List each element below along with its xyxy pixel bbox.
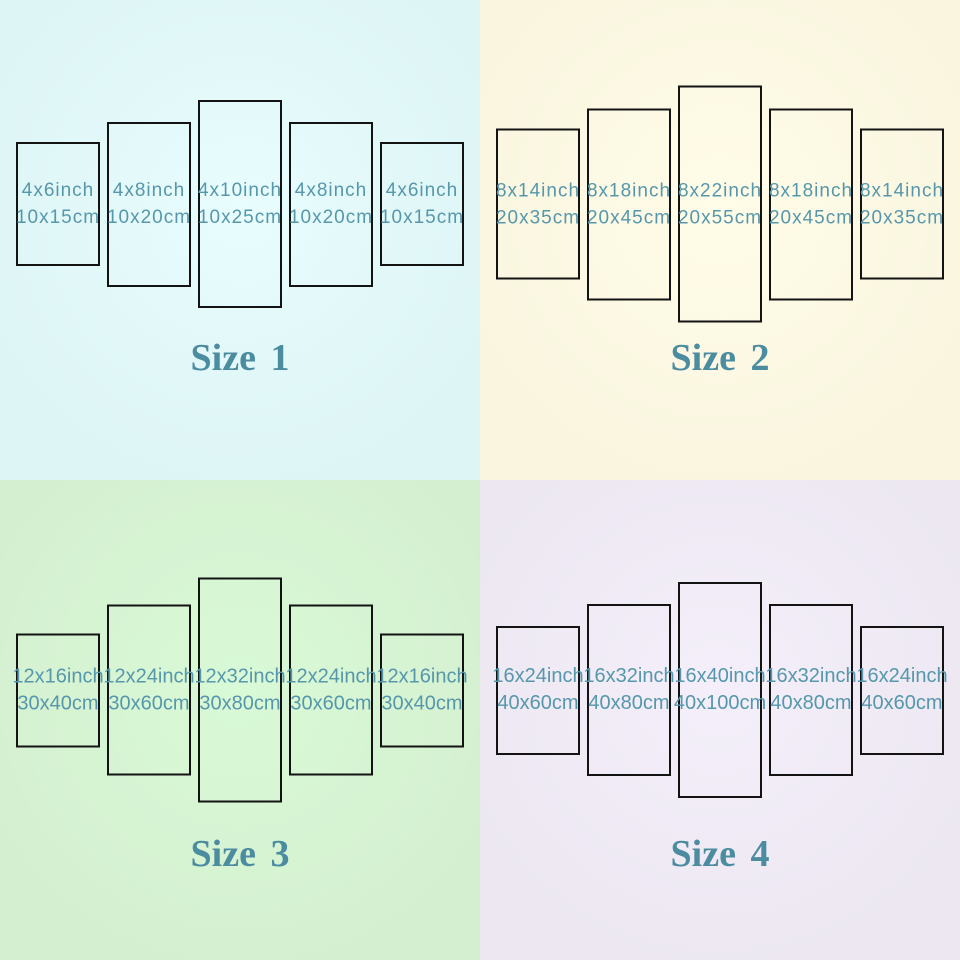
panel-size-cm: 20x55cm <box>677 207 763 228</box>
panel-rect: 16x24inch 40x60cm <box>856 625 948 755</box>
panel-size-inch: 16x32inch <box>583 665 675 687</box>
panel-size-inch: 16x32inch <box>765 665 857 687</box>
panel-size-cm: 10x25cm <box>197 207 283 228</box>
panel-size-inch: 8x14inch <box>859 180 945 201</box>
panel-size-cm: 30x80cm <box>199 692 281 714</box>
panel-rect: 8x18inch 20x45cm <box>769 108 853 300</box>
panel-rect: 12x16inch 30x40cm <box>12 633 104 747</box>
panel-rect: 16x24inch 40x60cm <box>492 625 584 755</box>
quadrant-size-3: 12x16inch 30x40cm 12x24inch 30x60cm 12x3… <box>0 480 480 960</box>
panel-rect: 4x8inch 10x20cm <box>106 121 192 287</box>
panel-size-cm: 10x15cm <box>15 207 101 228</box>
panel-rect: 8x22inch 20x55cm <box>677 85 763 323</box>
panel-size-inch: 8x18inch <box>586 180 672 201</box>
panel-size-cm: 20x45cm <box>768 207 854 228</box>
panel-rect: 16x32inch 40x80cm <box>765 604 857 776</box>
panel-size-cm: 40x80cm <box>588 692 670 714</box>
panel-size-inch: 4x6inch <box>385 180 459 201</box>
panel-rect: 12x24inch 30x60cm <box>103 604 195 776</box>
panel-rect: 4x6inch 10x15cm <box>16 142 100 266</box>
panel-size-inch: 16x24inch <box>492 665 584 687</box>
panel-size-inch: 12x24inch <box>285 665 377 687</box>
quadrant-size-2: 8x14inch 20x35cm 8x18inch 20x45cm 8x22in… <box>480 0 960 480</box>
panel-row: 16x24inch 40x60cm 16x32inch 40x80cm 16x4… <box>480 582 960 798</box>
panel-size-inch: 8x22inch <box>677 180 763 201</box>
panel-size-cm: 40x60cm <box>497 692 579 714</box>
panel-size-inch: 4x10inch <box>197 180 283 201</box>
size-label: Size 2 <box>670 337 770 379</box>
panel-size-cm: 10x15cm <box>379 207 465 228</box>
panel-rect: 8x14inch 20x35cm <box>495 128 581 280</box>
panel-size-cm: 40x100cm <box>673 692 767 714</box>
panel-row: 4x6inch 10x15cm 4x8inch 10x20cm 4x10inch… <box>0 100 480 308</box>
panel-rect: 12x32inch 30x80cm <box>194 577 286 803</box>
panel-size-cm: 20x35cm <box>495 207 581 228</box>
panel-size-cm: 40x80cm <box>770 692 852 714</box>
panel-size-inch: 4x8inch <box>112 180 186 201</box>
panel-rect: 4x6inch 10x15cm <box>380 142 464 266</box>
panel-size-inch: 8x14inch <box>495 180 581 201</box>
panel-rect: 4x8inch 10x20cm <box>288 121 374 287</box>
panel-rect: 16x32inch 40x80cm <box>583 604 675 776</box>
panel-rect: 8x18inch 20x45cm <box>587 108 671 300</box>
panel-size-cm: 30x60cm <box>290 692 372 714</box>
size-label: Size 3 <box>190 833 290 875</box>
panel-size-inch: 12x16inch <box>12 665 104 687</box>
panel-size-cm: 20x35cm <box>859 207 945 228</box>
panel-rect: 16x40inch 40x100cm <box>674 582 766 798</box>
panel-size-cm: 30x40cm <box>381 692 463 714</box>
panel-size-cm: 10x20cm <box>106 207 192 228</box>
panel-size-cm: 40x60cm <box>861 692 943 714</box>
panel-size-cm: 20x45cm <box>586 207 672 228</box>
panel-row: 8x14inch 20x35cm 8x18inch 20x45cm 8x22in… <box>480 85 960 323</box>
panel-rect: 8x14inch 20x35cm <box>859 128 945 280</box>
quadrant-size-4: 16x24inch 40x60cm 16x32inch 40x80cm 16x4… <box>480 480 960 960</box>
panel-row: 12x16inch 30x40cm 12x24inch 30x60cm 12x3… <box>0 577 480 803</box>
quadrant-size-1: 4x6inch 10x15cm 4x8inch 10x20cm 4x10inch… <box>0 0 480 480</box>
panel-size-inch: 16x24inch <box>856 665 948 687</box>
panel-size-inch: 16x40inch <box>674 665 766 687</box>
panel-rect: 4x10inch 10x25cm <box>198 100 282 308</box>
panel-size-inch: 8x18inch <box>768 180 854 201</box>
panel-rect: 12x24inch 30x60cm <box>285 604 377 776</box>
size-label: Size 4 <box>670 833 770 875</box>
panel-size-inch: 12x32inch <box>194 665 286 687</box>
panel-size-inch: 4x6inch <box>21 180 95 201</box>
panel-size-inch: 12x24inch <box>103 665 195 687</box>
panel-size-cm: 30x40cm <box>17 692 99 714</box>
panel-rect: 12x16inch 30x40cm <box>376 633 468 747</box>
panel-size-cm: 30x60cm <box>108 692 190 714</box>
panel-size-inch: 4x8inch <box>294 180 368 201</box>
panel-size-inch: 12x16inch <box>376 665 468 687</box>
size-label: Size 1 <box>190 337 290 379</box>
panel-size-cm: 10x20cm <box>288 207 374 228</box>
